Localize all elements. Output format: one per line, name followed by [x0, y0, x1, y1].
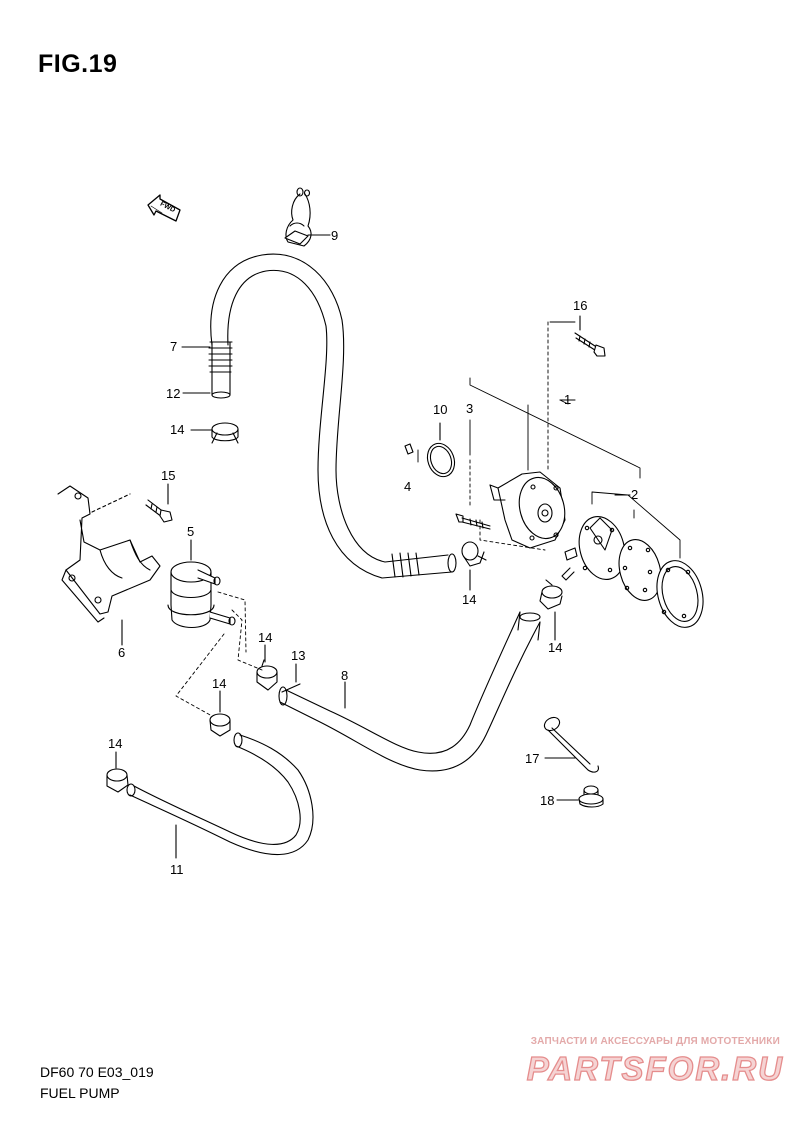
- callout-4: 4: [404, 479, 411, 494]
- part-14-clip-right: [539, 579, 563, 610]
- part-18-grommet: [578, 785, 604, 808]
- callout-10: 10: [433, 402, 447, 417]
- watermark-logo: PARTSFOR.RU: [526, 1049, 784, 1087]
- callout-8: 8: [341, 668, 348, 683]
- part-9-clip: [284, 187, 312, 247]
- callout-9: 9: [331, 228, 338, 243]
- callout-5: 5: [187, 524, 194, 539]
- callout-18: 18: [540, 793, 554, 808]
- filter-connectors: [175, 591, 263, 717]
- callout-6: 6: [118, 645, 125, 660]
- callout-12: 12: [166, 386, 180, 401]
- part-14-clip-bottom: [106, 768, 129, 793]
- fuel-pump-assembly: [404, 442, 704, 628]
- callout-1: 1: [564, 392, 571, 407]
- part-14-clip-mid: [256, 659, 278, 691]
- callout-labels: 1 2 3 4 5 6 7 8 9 10 11 12 13 14 14 14 1…: [108, 228, 638, 877]
- part-15-bolt: [145, 499, 173, 523]
- callout-14-c: 14: [548, 640, 562, 655]
- figure-title: FIG.19: [38, 50, 118, 78]
- watermark-tagline: ЗАПЧАСТИ И АКСЕССУАРЫ ДЛЯ МОТОТЕХНИКИ: [530, 1036, 780, 1047]
- part-6-bracket: [57, 485, 161, 623]
- part-16-bolt: [574, 332, 606, 357]
- callout-14-f: 14: [108, 736, 122, 751]
- callout-16: 16: [573, 298, 587, 313]
- part-14-clip-pump: [461, 541, 487, 567]
- callout-13: 13: [291, 648, 305, 663]
- callout-7: 7: [170, 339, 177, 354]
- part-13-tube: [281, 683, 301, 693]
- section-name: FUEL PUMP: [40, 1085, 120, 1101]
- callout-17: 17: [525, 751, 539, 766]
- callout-14-e: 14: [212, 676, 226, 691]
- model-code: DF60 70 E03_019: [40, 1064, 154, 1080]
- part-17-pin: [543, 716, 599, 773]
- part-8-hose: [278, 611, 541, 772]
- leader-brackets: [417, 321, 681, 559]
- callout-14-b: 14: [462, 592, 476, 607]
- callout-3: 3: [466, 401, 473, 416]
- part-14-clip-low: [209, 713, 231, 737]
- callout-14-a: 14: [170, 422, 184, 437]
- part-7-fuel-hose: [208, 253, 457, 579]
- callout-14-d: 14: [258, 630, 272, 645]
- callout-2: 2: [631, 487, 638, 502]
- part-11-hose: [126, 732, 314, 856]
- fwd-arrow-icon: FWD: [147, 194, 181, 222]
- callout-15: 15: [161, 468, 175, 483]
- part-14-clip-top: [211, 422, 239, 444]
- callout-11: 11: [170, 862, 184, 877]
- part-5-fuel-filter: [167, 561, 236, 629]
